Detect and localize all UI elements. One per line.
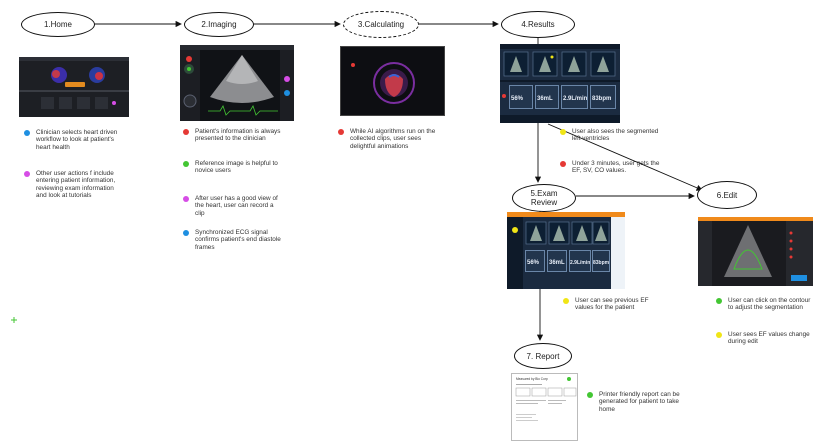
edit-screen-art	[698, 217, 813, 286]
report-heading: Measured by Bio Corp	[516, 377, 548, 381]
results-ef-value: 56%	[511, 96, 524, 102]
node-calculating[interactable]: 3.Calculating	[343, 11, 419, 38]
home-screen-thumbnail	[19, 57, 129, 117]
note-edit-1: User can click on the contour to adjust …	[716, 297, 812, 312]
note-text: Synchronized ECG signal confirms patient…	[195, 229, 281, 251]
note-text: Under 3 minutes, user gets the EF, SV, C…	[572, 160, 660, 175]
bullet-dot-icon	[183, 230, 189, 236]
note-results-1: User also sees the segmented left ventri…	[560, 128, 660, 143]
bullet-dot-icon	[587, 392, 593, 398]
note-text: Printer friendly report can be generated…	[599, 391, 680, 413]
note-text: User also sees the segmented left ventri…	[572, 128, 659, 143]
exam-co-value: 2.9L/min	[570, 260, 591, 266]
exam-review-screen-thumbnail: 56% 36mL 2.9L/min 83bpm	[507, 212, 625, 289]
node-results[interactable]: 4.Results	[501, 11, 575, 38]
bullet-dot-icon	[183, 129, 189, 135]
note-calculating-1: While AI algorithms run on the collected…	[338, 128, 438, 150]
bullet-dot-icon	[24, 171, 30, 177]
node-home-label: 1.Home	[43, 20, 72, 29]
node-report-label: 7. Report	[526, 351, 560, 361]
results-co-value: 2.9L/min	[563, 96, 588, 102]
imaging-screen-thumbnail	[180, 45, 294, 121]
note-imaging-4: Synchronized ECG signal confirms patient…	[183, 229, 283, 251]
note-text: User sees EF values change during edit	[728, 331, 810, 346]
note-exam-review-1: User can see previous EF values for the …	[563, 297, 663, 312]
exam-hr-value: 83bpm	[593, 260, 610, 266]
node-report[interactable]: 7. Report	[514, 343, 572, 369]
note-edit-2: User sees EF values change during edit	[716, 331, 812, 346]
node-calculating-label: 3.Calculating	[357, 20, 405, 29]
bullet-dot-icon	[338, 129, 344, 135]
calculating-screen-art	[351, 62, 415, 104]
node-imaging[interactable]: 2.Imaging	[184, 12, 254, 37]
calculating-screen-thumbnail	[340, 46, 445, 116]
note-text: User can click on the contour to adjust …	[728, 297, 811, 312]
node-edit-label: 6.Edit	[716, 190, 738, 200]
node-exam-review[interactable]: 5.Exam Review	[512, 184, 576, 212]
node-edit[interactable]: 6.Edit	[697, 181, 757, 209]
results-hr-value: 83bpm	[592, 96, 612, 102]
report-screen-art	[515, 377, 577, 421]
note-report-1: Printer friendly report can be generated…	[587, 391, 683, 413]
note-text: Reference image is helpful to novice use…	[195, 160, 278, 175]
arrow-results-edit	[547, 123, 703, 191]
note-text: Patient's information is always presente…	[195, 128, 281, 143]
bullet-dot-icon	[563, 298, 569, 304]
exam-ef-value: 56%	[527, 260, 540, 266]
bullet-dot-icon	[716, 332, 722, 338]
note-text: Clinician selects heart driven workflow …	[36, 129, 118, 151]
results-screen-thumbnail: 56% 36mL 2.9L/min 83bpm	[500, 44, 620, 123]
exam-sv-value: 36mL	[549, 260, 565, 266]
bullet-dot-icon	[183, 196, 189, 202]
note-text: While AI algorithms run on the collected…	[350, 128, 436, 150]
note-text: User can see previous EF values for the …	[575, 297, 649, 312]
node-home[interactable]: 1.Home	[21, 12, 95, 37]
note-imaging-3: After user has a good view of the heart,…	[183, 195, 283, 217]
note-imaging-1: Patient's information is always presente…	[183, 128, 283, 143]
results-sv-value: 36mL	[537, 96, 553, 102]
note-results-2: Under 3 minutes, user gets the EF, SV, C…	[560, 160, 660, 175]
bullet-dot-icon	[560, 129, 566, 135]
node-results-label: 4.Results	[521, 20, 555, 29]
results-screen-art	[500, 44, 620, 123]
node-exam-review-label: 5.Exam Review	[530, 189, 558, 207]
note-text: Other user actions f include entering pa…	[36, 170, 116, 200]
note-imaging-2: Reference image is helpful to novice use…	[183, 160, 283, 175]
note-home-2: Other user actions f include entering pa…	[24, 170, 124, 200]
exam-review-screen-art	[507, 212, 625, 289]
imaging-screen-art	[180, 45, 294, 121]
note-text: After user has a good view of the heart,…	[195, 195, 278, 217]
node-imaging-label: 2.Imaging	[201, 20, 237, 29]
home-screen-art	[19, 57, 129, 109]
edit-screen-thumbnail	[698, 217, 813, 286]
bullet-dot-icon	[183, 161, 189, 167]
bullet-dot-icon	[716, 298, 722, 304]
plus-marker-icon	[11, 317, 17, 323]
bullet-dot-icon	[560, 161, 566, 167]
bullet-dot-icon	[24, 130, 30, 136]
report-screen-thumbnail: Measured by Bio Corp	[511, 373, 578, 441]
note-home-1: Clinician selects heart driven workflow …	[24, 129, 124, 151]
